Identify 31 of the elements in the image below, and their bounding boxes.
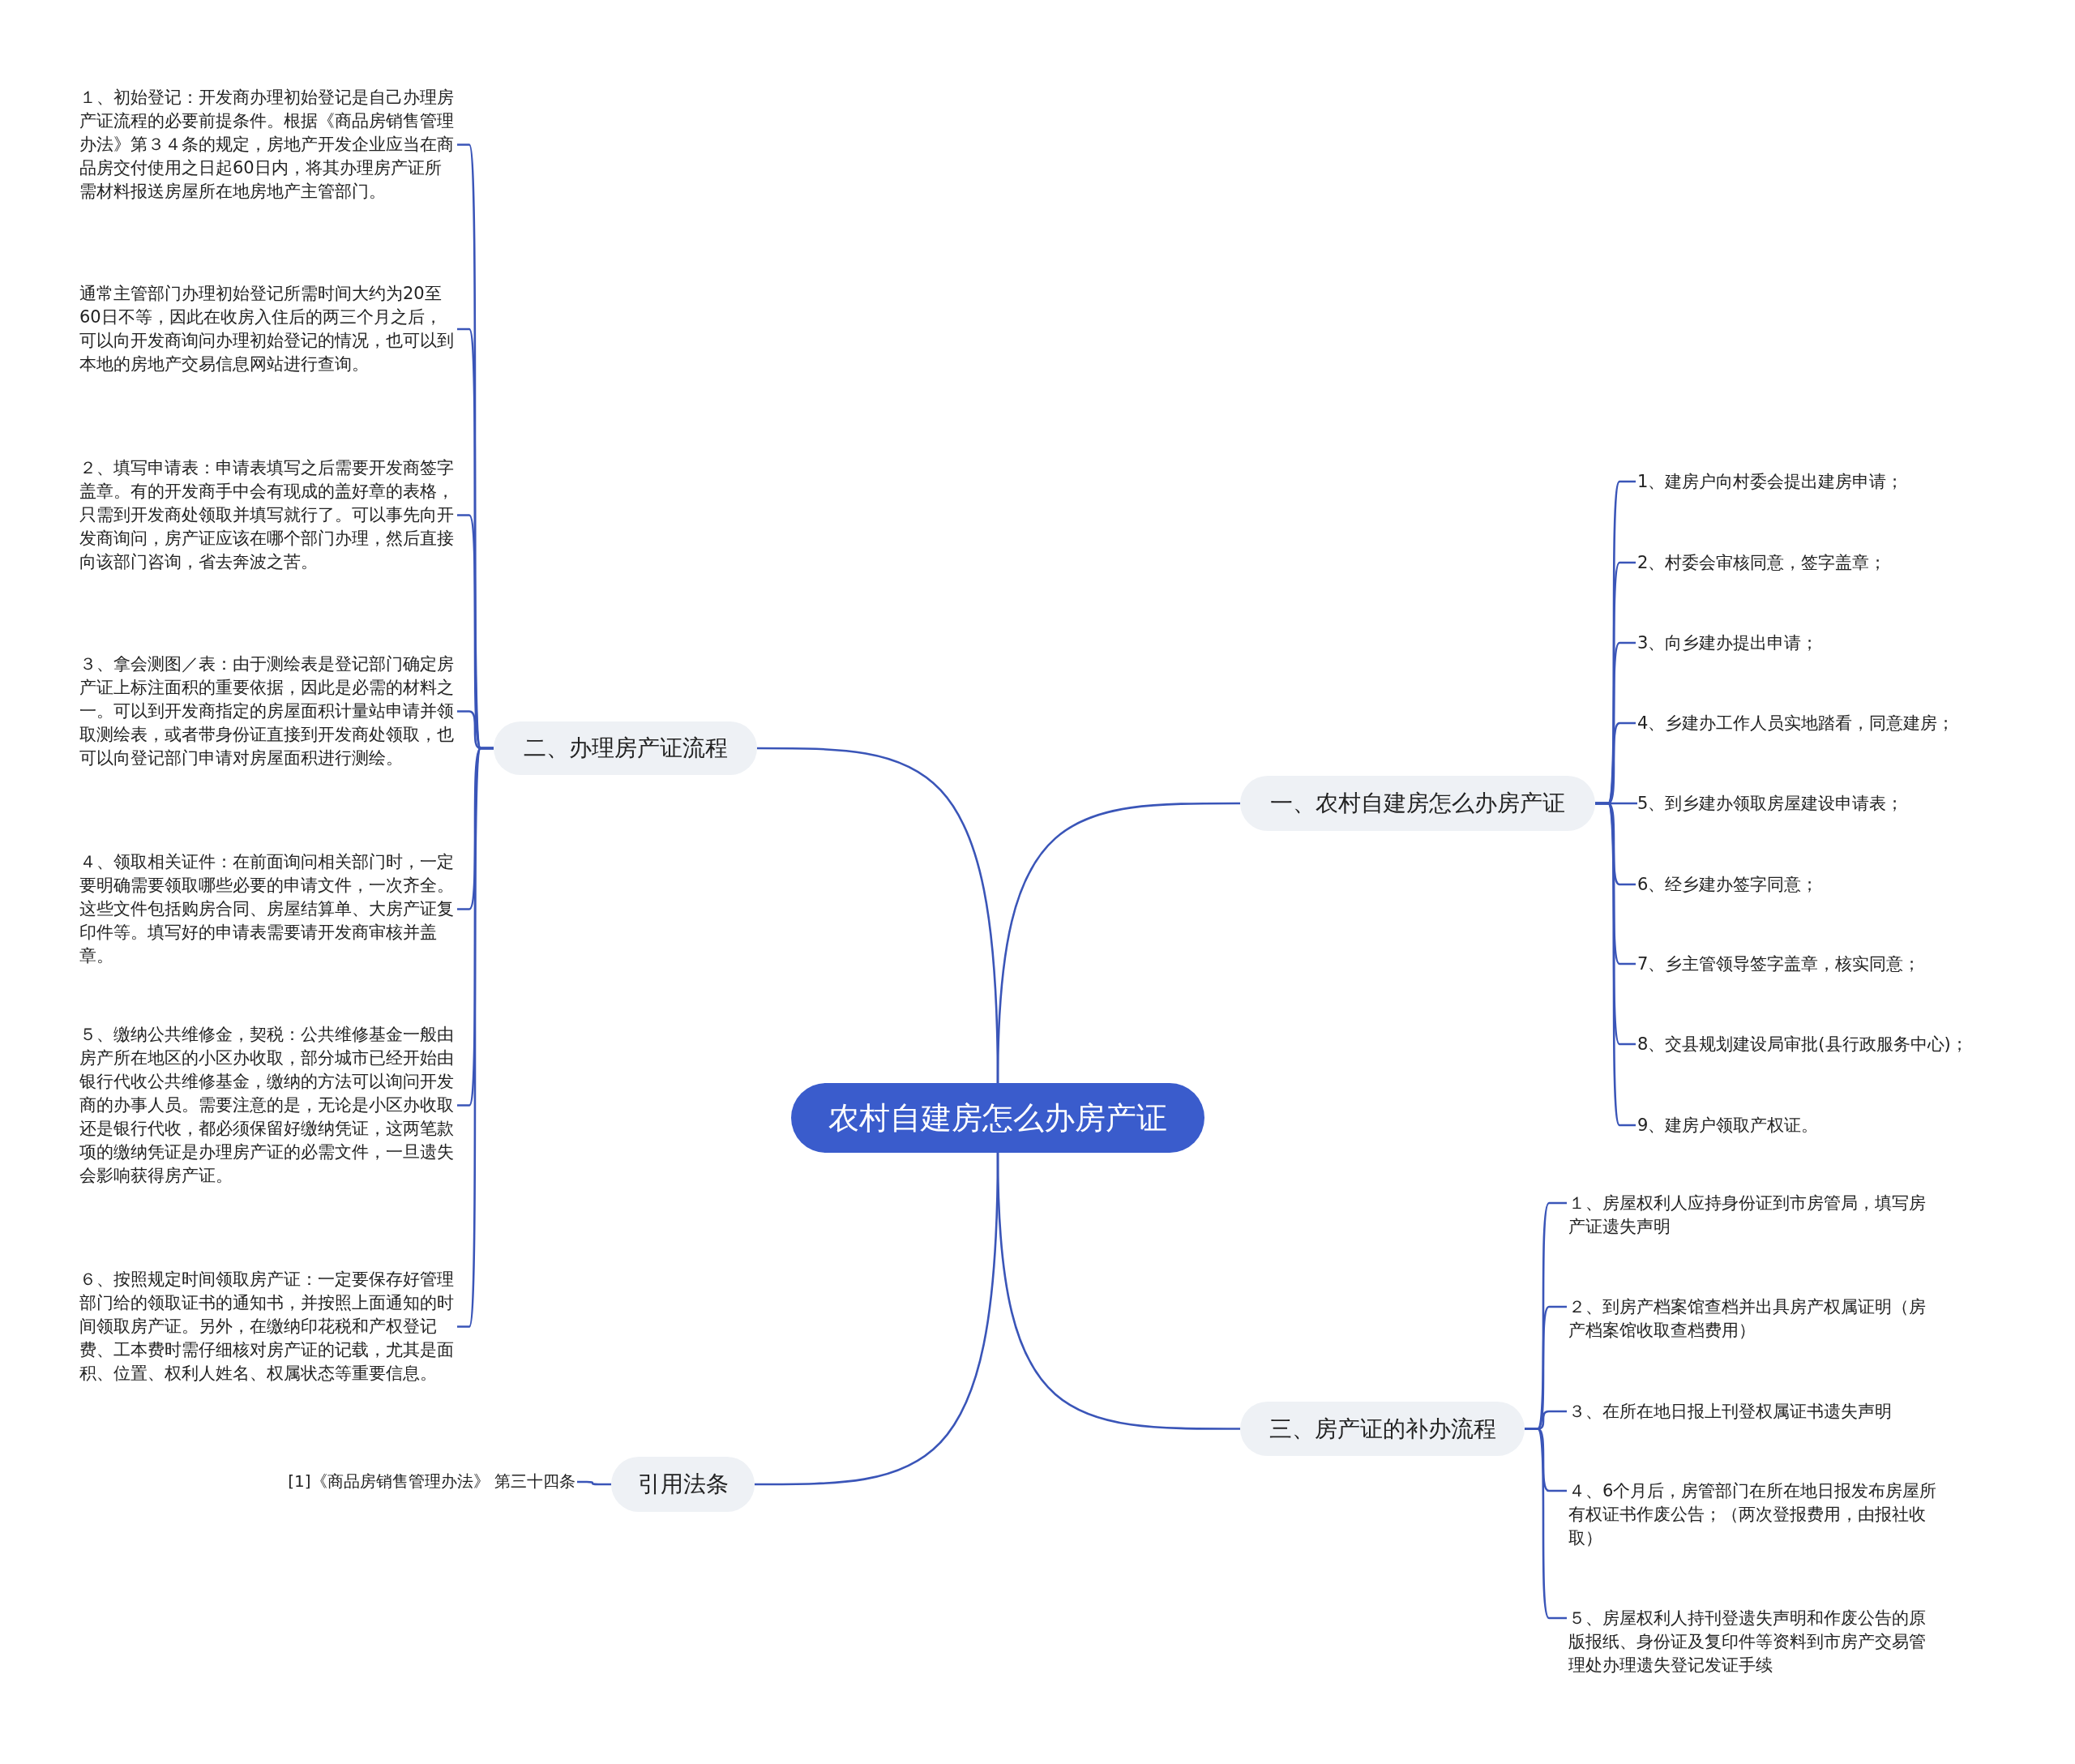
connector-line xyxy=(755,1152,999,1486)
connector-line xyxy=(577,1480,611,1486)
step-text: 8、交县规划建设局审批(县行政服务中心)； xyxy=(1637,1033,1970,1056)
topic-pill: 三、房产证的补办流程 xyxy=(1240,1402,1525,1456)
topic-pill: 二、办理房产证流程 xyxy=(494,721,757,775)
step-text: ３、在所在地日报上刊登权属证书遗失声明 xyxy=(1568,1400,1893,1424)
step-text: 2、村委会审核同意，签字盖章； xyxy=(1637,551,1889,575)
connector-line xyxy=(757,747,999,1084)
step-text: ２、填写申请表：申请表填写之后需要开发商签字盖章。有的开发商手中会有现成的盖好章的表格，只需到开发商处领取并填写就行了。可以事先向开发商询问，房产证应该在哪个部门办理，然后直接向该部门咨询，省去奔波之苦。 xyxy=(79,456,456,574)
step-text: 7、乡主管领导签字盖章，核实同意； xyxy=(1637,953,1923,976)
step-text: 4、乡建办工作人员实地踏看，同意建房； xyxy=(1637,712,1957,735)
step-text: 1、建房户向村委会提出建房申请； xyxy=(1637,470,1906,494)
citation-text: [1]《商品房销售管理办法》 第三十四条 xyxy=(286,1471,575,1493)
step-text: 3、向乡建办提出申请； xyxy=(1637,632,1820,655)
step-text: 5、到乡建办领取房屋建设申请表； xyxy=(1637,792,1906,816)
topic-pill: 一、农村自建房怎么办房产证 xyxy=(1240,776,1595,831)
step-text: １、房屋权利人应持身份证到市房管局，填写房产证遗失声明 xyxy=(1568,1192,1927,1239)
step-text: ４、6个月后，房管部门在所在地日报发布房屋所有权证书作废公告；（两次登报费用，由报社收取） xyxy=(1568,1479,1939,1550)
step-text: 9、建房户领取产权证。 xyxy=(1637,1114,1820,1137)
step-text: 6、经乡建办签字同意； xyxy=(1637,873,1820,897)
central-topic: 农村自建房怎么办房产证 xyxy=(791,1083,1204,1153)
step-text: ３、拿会测图／表：由于测绘表是登记部门确定房产证上标注面积的重要依据，因此是必需的材料之一。可以到开发商指定的房屋面积计量站申请并领取测绘表，或者带身份证直接到开发商处领取，也可以向登记部门申请对房屋面积进行测绘。 xyxy=(79,653,456,770)
step-text: ５、房屋权利人持刊登遗失声明和作废公告的原版报纸、身份证及复印件等资料到市房产交易管理处办理遗失登记发证手续 xyxy=(1568,1607,1927,1677)
step-text: ５、缴纳公共维修金，契税：公共维修基金一般由房产所在地区的小区办收取，部分城市已经开始由银行代收公共维修基金，缴纳的方法可以询问开发商的办事人员。需要注意的是，无论是小区办收取还是银行代收，都必须保留好缴纳凭证，这两笔款项的缴纳凭证是办理房产证的必需文件，一旦遗失会影响获得房产证。 xyxy=(79,1023,456,1188)
step-text: １、初始登记：开发商办理初始登记是自己办理房产证流程的必要前提条件。根据《商品房销售管理办法》第３４条的规定，房地产开发企业应当在商品房交付使用之日起60日内，将其办理房产证所需材料报送房屋所在地房地产主管部门。 xyxy=(79,86,456,203)
connector-line xyxy=(1595,802,1636,1127)
step-text: ２、到房产档案馆查档并出具房产权属证明（房产档案馆收取查档费用） xyxy=(1568,1295,1927,1342)
step-text: ６、按照规定时间领取房产证：一定要保存好管理部门给的领取证书的通知书，并按照上面通知的时间领取房产证。另外，在缴纳印花税和产权登记费、工本费时需仔细核对房产证的记载，尤其是面积、位置、权利人姓名、权属状态等重要信息。 xyxy=(79,1268,456,1385)
topic-pill: 引用法条 xyxy=(611,1457,755,1512)
step-text: 通常主管部门办理初始登记所需时间大约为20至60日不等，因此在收房入住后的两三个月之后，可以向开发商询问办理初始登记的情况，也可以到本地的房地产交易信息网站进行查询。 xyxy=(79,282,456,376)
step-text: ４、领取相关证件：在前面询问相关部门时，一定要明确需要领取哪些必要的申请文件，一次齐全。这些文件包括购房合同、房屋结算单、大房产证复印件等。填写好的申请表需要请开发商审核并盖章。 xyxy=(79,850,456,968)
